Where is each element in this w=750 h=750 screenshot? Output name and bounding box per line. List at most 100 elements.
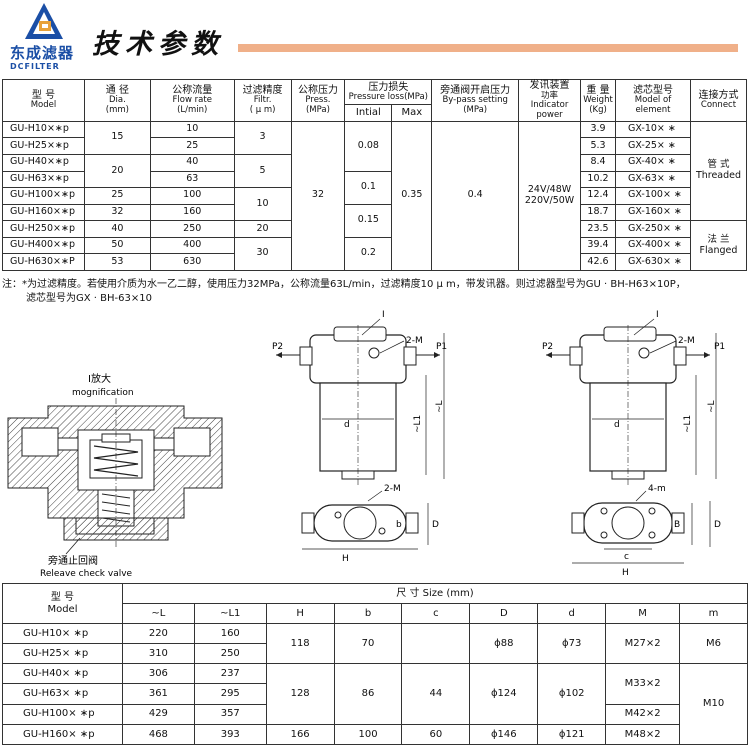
dia-cell: 40 — [83, 220, 151, 238]
flow-cell: 25 — [149, 137, 235, 155]
weight-cell: 10.2 — [580, 170, 616, 189]
element-cell: GX-10× ∗ — [615, 120, 691, 139]
weight-cell: 12.4 — [580, 187, 616, 205]
size-l1-cell: 295 — [193, 683, 267, 705]
logo-text-cn: 东成滤器 — [10, 44, 75, 62]
flow-cell: 40 — [149, 153, 235, 172]
valve-label-cn: 旁通止回阀 — [48, 554, 98, 567]
size-column-row: ~L ~L1 H b c D d M m — [3, 603, 748, 624]
weight-cell: 18.7 — [580, 203, 616, 222]
model-cell: GU-H100×∗p — [2, 187, 85, 205]
port-p2-label: P2 — [272, 342, 283, 352]
table-row: GU-H160×∗p 32 160 0.15 18.7 GX-160× ∗ — [2, 203, 747, 238]
detail-i-label: I — [656, 310, 659, 320]
magnify-label-en: mognification — [72, 388, 134, 398]
size-header-title: 尺 寸 Size (mm) — [121, 583, 749, 604]
flow-cell: 400 — [149, 236, 235, 255]
note-line-2: 滤芯型号为GX · BH-63×10 — [26, 293, 152, 304]
threaded-filter-drawing: P2 P1 I 2-M d ~L1 ~L 2-M b D H — [272, 310, 447, 564]
spec-note: 注：*为过滤精度。若使用介质为水一乙二醇，使用压力32MPa，公称流量63L/m… — [2, 278, 748, 306]
model-cell: GU-H63×∗p — [2, 170, 85, 189]
element-cell: GX-40× ∗ — [615, 153, 691, 172]
size-m-big-cell: M42×2 — [605, 703, 681, 725]
col-m-small: m — [679, 603, 748, 624]
loss-initial-cell: 0.2 — [344, 236, 393, 272]
weight-cell: 3.9 — [580, 120, 616, 139]
size-l1-cell: 393 — [193, 723, 267, 746]
size-l1-cell: 357 — [193, 703, 267, 725]
detail-i-label: I — [382, 310, 385, 320]
loss-max-cell: 0.35 — [391, 120, 433, 272]
dim-l-label: ~L — [707, 400, 717, 413]
dim-big-d-label: D — [714, 520, 721, 530]
dia-cell: 25 — [83, 187, 151, 205]
filtr-cell: 30 — [233, 236, 292, 272]
size-model-cell: GU-H10× ∗p — [2, 622, 123, 645]
col-h: H — [265, 603, 335, 624]
magnified-section-drawing: I放大 mognification 旁通止回阀 Releave check va… — [7, 372, 223, 579]
flow-cell: 100 — [149, 187, 235, 205]
press-cell: 32 — [290, 120, 346, 272]
col-d-big: D — [469, 603, 539, 624]
loss-initial-cell: 0.08 — [344, 120, 393, 172]
loss-initial-cell: 0.15 — [344, 203, 393, 238]
element-cell: GX-25× ∗ — [615, 137, 691, 155]
model-cell: GU-H400×∗p — [2, 236, 85, 255]
col-l1: ~L1 — [193, 603, 267, 624]
flanged-filter-drawing: P2 P1 I 2-M d ~L1 ~L 4-m B D c H — [542, 310, 725, 578]
table-row: GU-H40× ∗p 306 237 128 86 44 ϕ124 ϕ102 M… — [2, 663, 748, 745]
size-h-cell: 166 — [265, 723, 335, 746]
dia-cell: 15 — [83, 120, 151, 155]
header-loss-initial: Intial — [344, 104, 393, 122]
size-d-big-cell: ϕ124 — [469, 663, 539, 725]
table-row: GU-H400×∗p 50 400 30 0.2 39.4 GX-400× ∗ — [2, 236, 747, 272]
size-l-cell: 306 — [121, 663, 195, 685]
size-d-small-cell: ϕ102 — [537, 663, 607, 725]
size-l-cell: 310 — [121, 643, 195, 665]
dim-big-b-label: B — [674, 520, 680, 530]
element-cell: GX-630× ∗ — [615, 253, 691, 271]
filtr-cell: 10 — [233, 187, 292, 222]
page-title: 技术参数 — [92, 29, 224, 60]
company-logo: 东成滤器 DCFILTER — [10, 2, 74, 74]
size-m-small-cell: M10 — [679, 663, 748, 745]
table-row: GU-H630×∗P 53 630 42.6 GX-630× ∗ — [2, 253, 747, 271]
dia-cell: 50 — [83, 236, 151, 255]
dim-h-label: H — [342, 554, 349, 564]
dim-b-label: b — [396, 520, 402, 530]
size-model-cell: GU-H25× ∗p — [2, 643, 123, 665]
size-m-big-cell: M27×2 — [605, 622, 681, 665]
size-model-cell: GU-H40× ∗p — [2, 663, 123, 685]
model-cell: GU-H10×∗p — [2, 120, 85, 139]
port-p1-label: P1 — [436, 342, 447, 352]
dia-cell: 20 — [83, 153, 151, 189]
thread-2m-label: 2-M — [678, 336, 695, 346]
flow-cell: 10 — [149, 120, 235, 139]
flow-cell: 160 — [149, 203, 235, 222]
model-cell: GU-H630×∗P — [2, 253, 85, 271]
col-c: c — [401, 603, 471, 624]
flow-cell: 63 — [149, 170, 235, 189]
table-row: GU-H10× ∗p 220 160 118 70 ϕ88 ϕ73 M27×2 … — [2, 622, 748, 665]
col-d-small: d — [537, 603, 607, 624]
model-cell: GU-H160×∗p — [2, 203, 85, 222]
size-d-small-cell: ϕ121 — [537, 723, 607, 746]
size-c-cell — [401, 622, 471, 665]
header-loss-max: Max — [391, 104, 433, 122]
logo-text-en: DCFILTER — [10, 62, 60, 71]
loss-initial-cell: 0.1 — [344, 170, 393, 205]
weight-cell: 42.6 — [580, 253, 616, 271]
top-2m-label: 2-M — [384, 484, 401, 494]
element-cell: GX-400× ∗ — [615, 236, 691, 255]
size-b-cell: 100 — [333, 723, 403, 746]
port-p2-label: P2 — [542, 342, 553, 352]
filtr-cell: 20 — [233, 220, 292, 238]
